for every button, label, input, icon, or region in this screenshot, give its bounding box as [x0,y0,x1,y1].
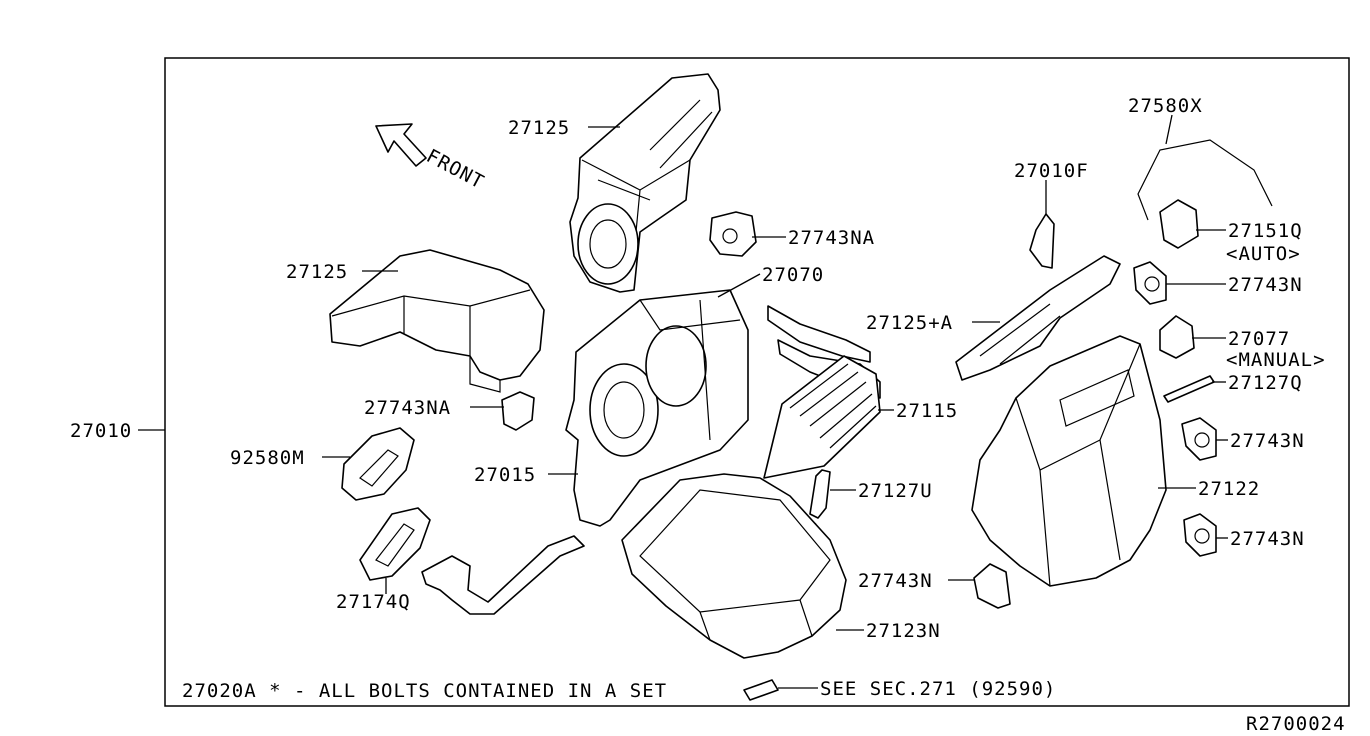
part-27015-blower-case[interactable] [565,289,749,527]
part-27151Q-amplifier[interactable] [1159,199,1199,249]
callout-27125-left: 27125 [286,261,348,283]
frame-label: 27010 [70,420,132,442]
callout-27015: 27015 [474,464,536,486]
callout-27070: 27070 [762,264,824,286]
part-27010F-bracket[interactable] [1029,213,1055,269]
diagram-reference-code: R2700024 [1246,713,1346,735]
callout-27743N-bottom: 27743N [858,570,933,592]
part-27077-controller[interactable] [1159,315,1195,359]
part-drain-hose[interactable] [421,535,585,615]
part-27125A-duct[interactable] [955,255,1121,381]
diagram-frame [164,57,1350,707]
callout-27743N-r3: 27743N [1230,528,1305,550]
callout-27743NA-left: 27743NA [364,397,451,419]
callout-27123N: 27123N [866,620,941,642]
part-27743N-right-actuator-3[interactable] [1183,513,1217,557]
front-arrow-icon [375,123,427,167]
bolts-footer-note: 27020A * - ALL BOLTS CONTAINED IN A SET [182,680,667,702]
callout-92580M: 92580M [230,447,305,469]
callout-27743NA-top: 27743NA [788,227,875,249]
part-27580X-aspirator-hose[interactable] [1137,139,1273,221]
part-27123N-lower-case[interactable] [621,473,847,659]
callout-27077-manual: <MANUAL> [1226,349,1326,371]
part-27115-heater-core[interactable] [763,305,881,479]
front-direction-label: FRONT [423,145,488,194]
part-bolt[interactable] [743,679,779,701]
callout-27127U: 27127U [858,480,933,502]
callout-27010F: 27010F [1014,160,1089,182]
part-27743N-right-actuator-2[interactable] [1181,417,1217,461]
callout-27174Q: 27174Q [336,591,411,613]
part-27125-left-duct[interactable] [329,249,545,393]
part-27122-heater-case[interactable] [971,335,1167,587]
callout-27127Q: 27127Q [1228,372,1303,394]
callout-27151Q: 27151Q [1228,220,1303,242]
see-section-reference: SEE SEC.271 (92590) [820,678,1056,700]
callout-27125-top: 27125 [508,117,570,139]
callout-27122: 27122 [1198,478,1260,500]
part-92580M-grommet[interactable] [341,427,415,501]
callout-27077: 27077 [1228,328,1290,350]
part-27174Q-resistor[interactable] [359,507,431,581]
callout-27125A: 27125+A [866,312,953,334]
callout-27151Q-auto: <AUTO> [1226,243,1301,265]
callout-27115: 27115 [896,400,958,422]
callout-27743N-r2: 27743N [1230,430,1305,452]
part-27743NA-upper-actuator[interactable] [709,211,757,257]
part-27743N-right-actuator-1[interactable] [1133,261,1167,305]
callout-27743N-r1: 27743N [1228,274,1303,296]
part-27125-upper-duct[interactable] [569,73,721,293]
callout-27580X: 27580X [1128,95,1203,117]
part-27127Q-pipe[interactable] [1163,375,1215,403]
part-27743N-bottom-actuator[interactable] [973,563,1011,609]
part-27743NA-left-actuator[interactable] [501,391,535,431]
